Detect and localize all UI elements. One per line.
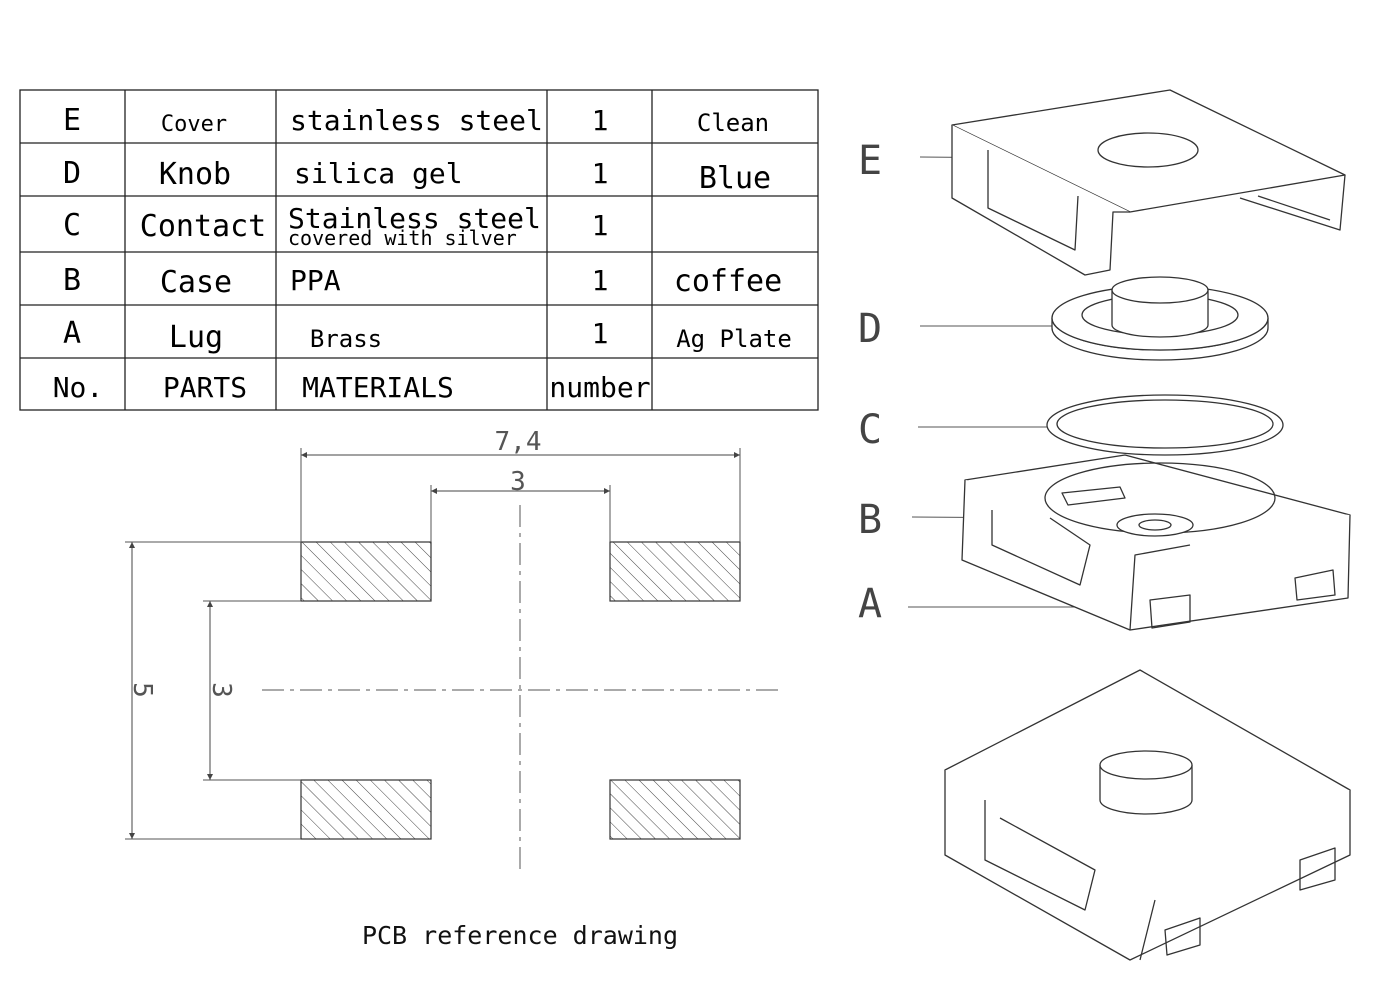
row-b-material: PPA: [290, 264, 341, 297]
pad-top-right: [609, 541, 741, 602]
dim-outer-height: 5: [127, 682, 157, 698]
label-b: B: [858, 497, 882, 543]
row-e-number: 1: [592, 104, 609, 137]
label-d: D: [858, 306, 882, 352]
row-c-material-line2: covered with silver: [288, 226, 517, 250]
part-e-cover: [951, 89, 1346, 276]
row-e-no: E: [63, 103, 81, 138]
pcb-caption: PCB reference drawing: [362, 921, 678, 950]
dim-inner-width: 3: [510, 467, 526, 497]
header-parts: PARTS: [163, 371, 247, 404]
row-d-part: Knob: [159, 157, 231, 192]
row-d-note: Blue: [699, 161, 771, 196]
row-e-material: stainless steel: [290, 104, 543, 137]
header-materials: MATERIALS: [302, 371, 454, 404]
dim-outer-width: 7,4: [495, 427, 542, 457]
header-no: No.: [53, 371, 104, 404]
row-a-material: Brass: [310, 325, 382, 353]
label-e: E: [858, 138, 882, 184]
header-number: number: [549, 371, 650, 404]
pad-bottom-right: [609, 779, 741, 840]
row-c-number: 1: [592, 209, 609, 242]
row-a-part: Lug: [169, 320, 223, 355]
part-b-case: [961, 454, 1351, 631]
row-c-material: Stainless steel: [288, 202, 541, 235]
row-d-number: 1: [592, 157, 609, 190]
row-b-part: Case: [160, 265, 232, 300]
row-d-no: D: [63, 156, 81, 191]
pad-top-left: [300, 541, 432, 602]
row-a-no: A: [63, 316, 81, 351]
row-e-note: Clean: [697, 109, 769, 137]
row-b-no: B: [63, 263, 81, 298]
row-e-part: Cover: [161, 112, 227, 137]
part-c-contact: [1046, 394, 1284, 456]
label-a: A: [858, 581, 882, 627]
row-b-number: 1: [592, 264, 609, 297]
pad-bottom-left: [300, 779, 432, 840]
row-c-part: Contact: [140, 209, 266, 244]
part-d-knob: [1051, 276, 1269, 361]
assembled-switch: [944, 669, 1351, 961]
label-c: C: [858, 407, 882, 453]
dim-inner-height: 3: [206, 682, 236, 698]
row-d-material: silica gel: [294, 157, 463, 190]
row-a-note: Ag Plate: [676, 325, 792, 353]
row-a-number: 1: [592, 317, 609, 350]
row-b-note: coffee: [674, 264, 782, 299]
row-c-no: C: [63, 208, 81, 243]
